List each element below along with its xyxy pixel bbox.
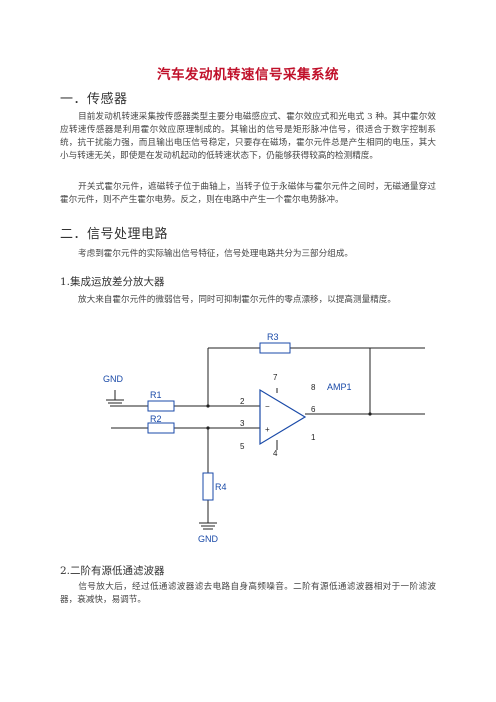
pin-7-label: 7 [273, 373, 278, 382]
subsection-heading-lowpass: 2.二阶有源低通滤波器 [60, 565, 165, 577]
gnd-bottom-label: GND [198, 534, 219, 544]
pin-5-label: 5 [240, 442, 245, 451]
diff-amp-text: 放大来自霍尔元件的微弱信号，同时可抑制霍尔元件的零点漂移，以提高测量精度。 [78, 295, 396, 305]
r3-label: R3 [267, 332, 279, 342]
pin-3-label: 3 [240, 419, 245, 428]
minus-sign: − [265, 402, 270, 411]
signal-processing-intro: 考虑到霍尔元件的实际输出信号特征，信号处理电路共分为三部分组成。 [78, 249, 354, 259]
section-heading-sensor: 一．传感器 [60, 92, 128, 107]
r4-resistor [202, 472, 214, 501]
pin-4-label: 4 [273, 449, 278, 458]
r4-label: R4 [215, 482, 227, 492]
op-amp-symbol [259, 388, 307, 446]
gnd-top-label: GND [103, 374, 124, 384]
pin-8-label: 8 [311, 383, 316, 392]
lowpass-text: 信号放大后，经过低通滤波器滤去电路自身高频噪音。二阶有源低通滤波器相对于一阶滤波… [60, 582, 436, 605]
amp-label: AMP1 [327, 382, 352, 392]
sensor-paragraph-2: 开关式霍尔元件，遮磁转子位于曲轴上，当转子位于永磁体与霍尔元件之间时，无磁通量穿… [60, 182, 436, 205]
r2-resistor [147, 422, 175, 434]
differential-amplifier-circuit: R3 R1 R2 R4 GND GND AMP1 2 3 5 7 4 8 6 1… [103, 332, 425, 544]
r1-resistor [147, 400, 175, 412]
subsection-heading-diff-amp: 1.集成运放差分放大器 [60, 276, 165, 288]
section-heading-signal-processing: 二．信号处理电路 [60, 227, 169, 242]
pin-6-label: 6 [311, 405, 316, 414]
r3-resistor [259, 342, 291, 354]
r2-label: R2 [150, 414, 162, 424]
plus-sign: + [265, 425, 270, 434]
pin-1-label: 1 [311, 433, 316, 442]
sensor-paragraph-1: 目前发动机转速采集按传感器类型主要分电磁感应式、霍尔效应式和光电式 3 种。其中… [60, 112, 436, 161]
r1-label: R1 [150, 390, 162, 400]
pin-2-label: 2 [240, 397, 245, 406]
document-title: 汽车发动机转速信号采集系统 [157, 67, 339, 83]
